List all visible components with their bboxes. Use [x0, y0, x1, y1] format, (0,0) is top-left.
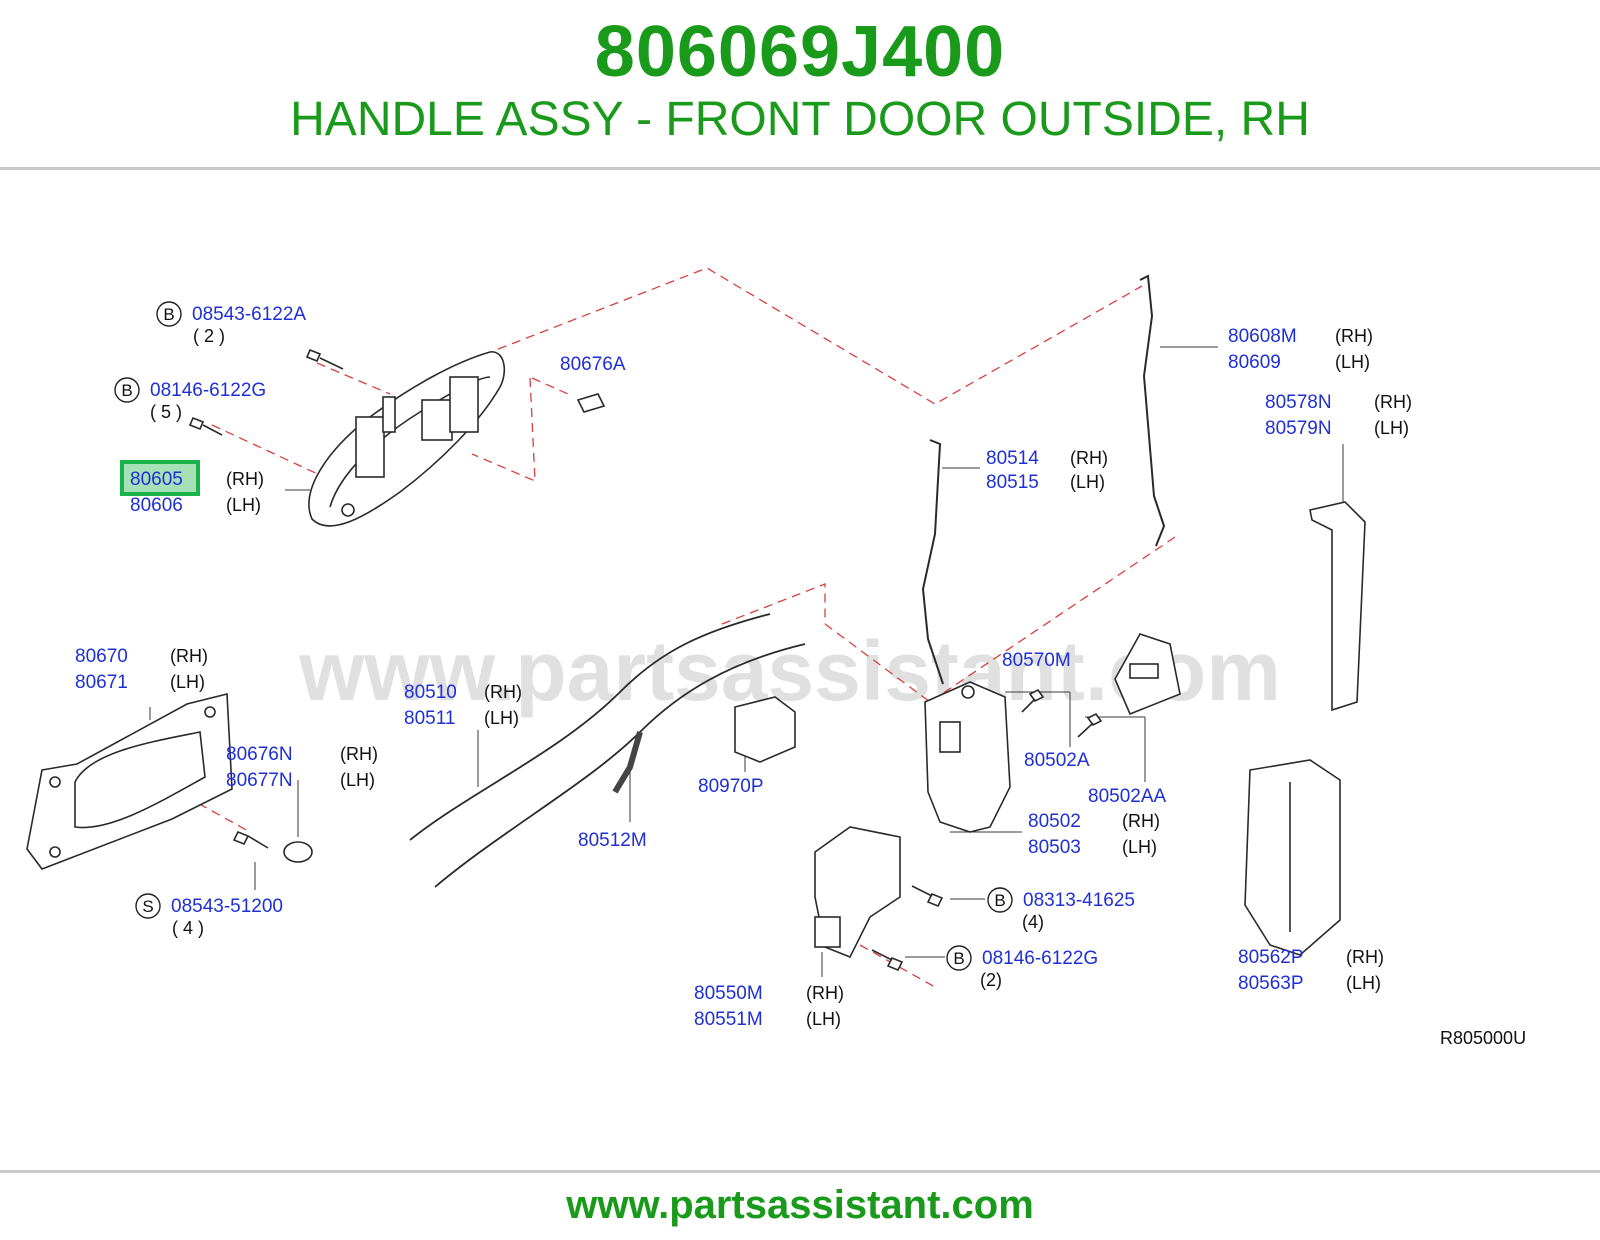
- side-80671: (LH): [170, 672, 205, 692]
- side-80677N: (LH): [340, 770, 375, 790]
- parts-diagram-svg: www.partsassistant.com: [26, 267, 1526, 1048]
- part-link-80578N[interactable]: 80578N: [1265, 392, 1332, 413]
- part-link-80579N[interactable]: 80579N: [1265, 418, 1332, 439]
- part-link-80676A[interactable]: 80676A: [560, 354, 626, 375]
- part-link-80608M[interactable]: 80608M: [1228, 326, 1297, 347]
- side-80502: (RH): [1122, 811, 1160, 831]
- qty-s: ( 4 ): [172, 918, 204, 938]
- part-link-08543-51200[interactable]: 08543-51200: [171, 896, 283, 917]
- qty-b1: ( 2 ): [193, 326, 225, 346]
- part-link-80970P[interactable]: 80970P: [698, 776, 764, 797]
- parts-artwork: [26, 274, 1366, 972]
- part-link-08543-6122A[interactable]: 08543-6122A: [192, 304, 306, 325]
- page-header: 806069J400 HANDLE ASSY - FRONT DOOR OUTS…: [0, 0, 1600, 168]
- side-80511: (LH): [484, 708, 519, 728]
- part-link-80606[interactable]: 80606: [130, 495, 183, 516]
- part-link-08146-6122G-a[interactable]: 08146-6122G: [150, 380, 266, 401]
- side-80563P: (LH): [1346, 973, 1381, 993]
- part-link-08146-6122G-b[interactable]: 08146-6122G: [982, 948, 1098, 969]
- part-link-80677N[interactable]: 80677N: [226, 770, 293, 791]
- badge-b-3: B: [994, 891, 1005, 910]
- qty-b4: (2): [980, 970, 1002, 990]
- side-80578N: (RH): [1374, 392, 1412, 412]
- part-link-80563P[interactable]: 80563P: [1238, 973, 1304, 994]
- side-80562P: (RH): [1346, 947, 1384, 967]
- static-labels: ( 2 ) ( 5 ) (RH) (LH) (RH) (LH) (RH) (LH…: [150, 326, 1526, 1048]
- label-leaders: [149, 346, 1344, 977]
- part-link-80676N[interactable]: 80676N: [226, 744, 293, 765]
- side-80670: (RH): [170, 646, 208, 666]
- part-links: 08543-6122A 08146-6122G 80605 80606 8067…: [75, 304, 1332, 1030]
- part-number-title: 806069J400: [594, 12, 1006, 92]
- part-link-80570M[interactable]: 80570M: [1002, 650, 1071, 671]
- part-description: HANDLE ASSY - FRONT DOOR OUTSIDE, RH: [290, 93, 1310, 146]
- part-link-80605[interactable]: 80605: [130, 469, 183, 490]
- side-80510: (RH): [484, 682, 522, 702]
- part-link-80503[interactable]: 80503: [1028, 837, 1081, 858]
- part-link-80502[interactable]: 80502: [1028, 811, 1081, 832]
- part-link-80512M[interactable]: 80512M: [578, 830, 647, 851]
- side-80606: (LH): [226, 495, 261, 515]
- badge-s: S: [142, 897, 153, 916]
- highlight-box: [120, 460, 200, 496]
- parts-diagram: www.partsassistant.com: [0, 172, 1600, 1170]
- side-80551M: (LH): [806, 1009, 841, 1029]
- part-link-80670[interactable]: 80670: [75, 646, 128, 667]
- side-80503: (LH): [1122, 837, 1157, 857]
- part-link-80550M[interactable]: 80550M: [694, 983, 763, 1004]
- part-link-80502AA[interactable]: 80502AA: [1088, 786, 1167, 807]
- part-link-80510[interactable]: 80510: [404, 682, 457, 703]
- part-link-80562P[interactable]: 80562P: [1238, 947, 1304, 968]
- part-link-80671[interactable]: 80671: [75, 672, 128, 693]
- part-link-80502A[interactable]: 80502A: [1024, 750, 1090, 771]
- part-link-80511[interactable]: 80511: [404, 708, 455, 729]
- side-80514: (RH): [1070, 448, 1108, 468]
- side-80579N: (LH): [1374, 418, 1409, 438]
- side-80676N: (RH): [340, 744, 378, 764]
- badge-b-1: B: [163, 305, 174, 324]
- part-link-80515[interactable]: 80515: [986, 472, 1039, 493]
- badge-b-2: B: [121, 381, 132, 400]
- qty-b2: ( 5 ): [150, 402, 182, 422]
- side-80608M: (RH): [1335, 326, 1373, 346]
- dashed-leaders: [119, 267, 1176, 988]
- side-80609: (LH): [1335, 352, 1370, 372]
- header-divider: [0, 167, 1600, 170]
- badges: B B S B B: [114, 301, 1013, 971]
- watermark-text: www.partsassistant.com: [298, 624, 1281, 718]
- part-link-08313-41625[interactable]: 08313-41625: [1023, 890, 1135, 911]
- part-link-80609[interactable]: 80609: [1228, 352, 1281, 373]
- diagram-code: R805000U: [1440, 1028, 1526, 1048]
- side-80605: (RH): [226, 469, 264, 489]
- part-link-80551M[interactable]: 80551M: [694, 1009, 763, 1030]
- footer-divider: [0, 1170, 1600, 1173]
- side-80515: (LH): [1070, 472, 1105, 492]
- qty-b3: (4): [1022, 912, 1044, 932]
- part-link-80514[interactable]: 80514: [986, 448, 1039, 469]
- badge-b-4: B: [953, 949, 964, 968]
- footer-url[interactable]: www.partsassistant.com: [566, 1183, 1034, 1227]
- side-80550M: (RH): [806, 983, 844, 1003]
